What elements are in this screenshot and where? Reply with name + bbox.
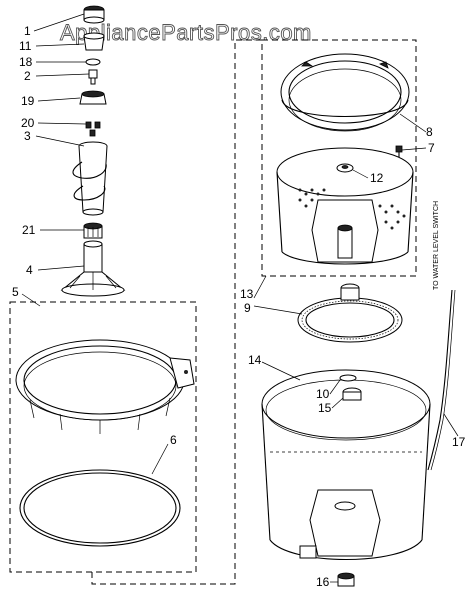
callout-1: 1: [24, 24, 31, 38]
water-level-note: TO WATER LEVEL SWITCH: [433, 201, 440, 290]
tub-seal-gasket: [19, 469, 181, 547]
water-level-hose: [427, 289, 453, 471]
callout-numbers: 1 11 18 2 19 20 3 21 4 5 6 8 7 12 13 9 1…: [12, 24, 466, 589]
callout-12: 12: [370, 171, 384, 185]
tub-ring: [15, 339, 195, 434]
callout-10: 10: [316, 387, 330, 401]
spanner-nut: [336, 163, 354, 173]
agitator-dogs: [85, 121, 101, 137]
callout-13: 13: [240, 287, 254, 301]
tub-cover-gear: [297, 283, 403, 343]
callout-2: 2: [24, 69, 31, 83]
callout-15: 15: [318, 401, 332, 415]
agitator-cup: [83, 32, 105, 51]
callout-21: 21: [22, 223, 36, 237]
agitator-cap: [83, 5, 105, 24]
tub-bearing: [342, 387, 362, 401]
basket-assembly-box: [261, 39, 417, 277]
dog-cam: [79, 90, 107, 105]
outer-tub: [261, 369, 431, 561]
tub-ring-assembly-box: [9, 301, 197, 573]
drive-bell: [83, 222, 103, 239]
callout-7: 7: [428, 141, 435, 155]
callout-11: 11: [19, 39, 32, 53]
callout-4: 4: [26, 263, 33, 277]
balance-ring: [280, 53, 410, 132]
agitator-bolt: [88, 69, 98, 85]
agitator-barrel: [72, 141, 108, 216]
callout-5: 5: [12, 285, 19, 299]
tub-seal: [339, 374, 357, 382]
agitator-base: [60, 240, 126, 297]
callout-9: 9: [244, 301, 251, 315]
callout-6: 6: [170, 433, 177, 447]
callout-16: 16: [316, 575, 330, 589]
water-level-hose-wall: [430, 289, 456, 471]
callout-leaders: [21, 13, 459, 583]
callout-19: 19: [21, 94, 35, 108]
assembly-connector: [91, 39, 262, 585]
callout-3: 3: [24, 129, 31, 143]
callout-8: 8: [426, 125, 433, 139]
callout-20: 20: [21, 116, 35, 130]
callout-18: 18: [19, 55, 33, 69]
drain-nut: [337, 572, 355, 587]
washer-ring: [85, 58, 101, 66]
agitator-assembly: [60, 5, 126, 297]
water-level-note-text: TO WATER LEVEL SWITCH: [433, 201, 440, 290]
callout-17: 17: [452, 435, 466, 449]
callout-14: 14: [248, 353, 262, 367]
